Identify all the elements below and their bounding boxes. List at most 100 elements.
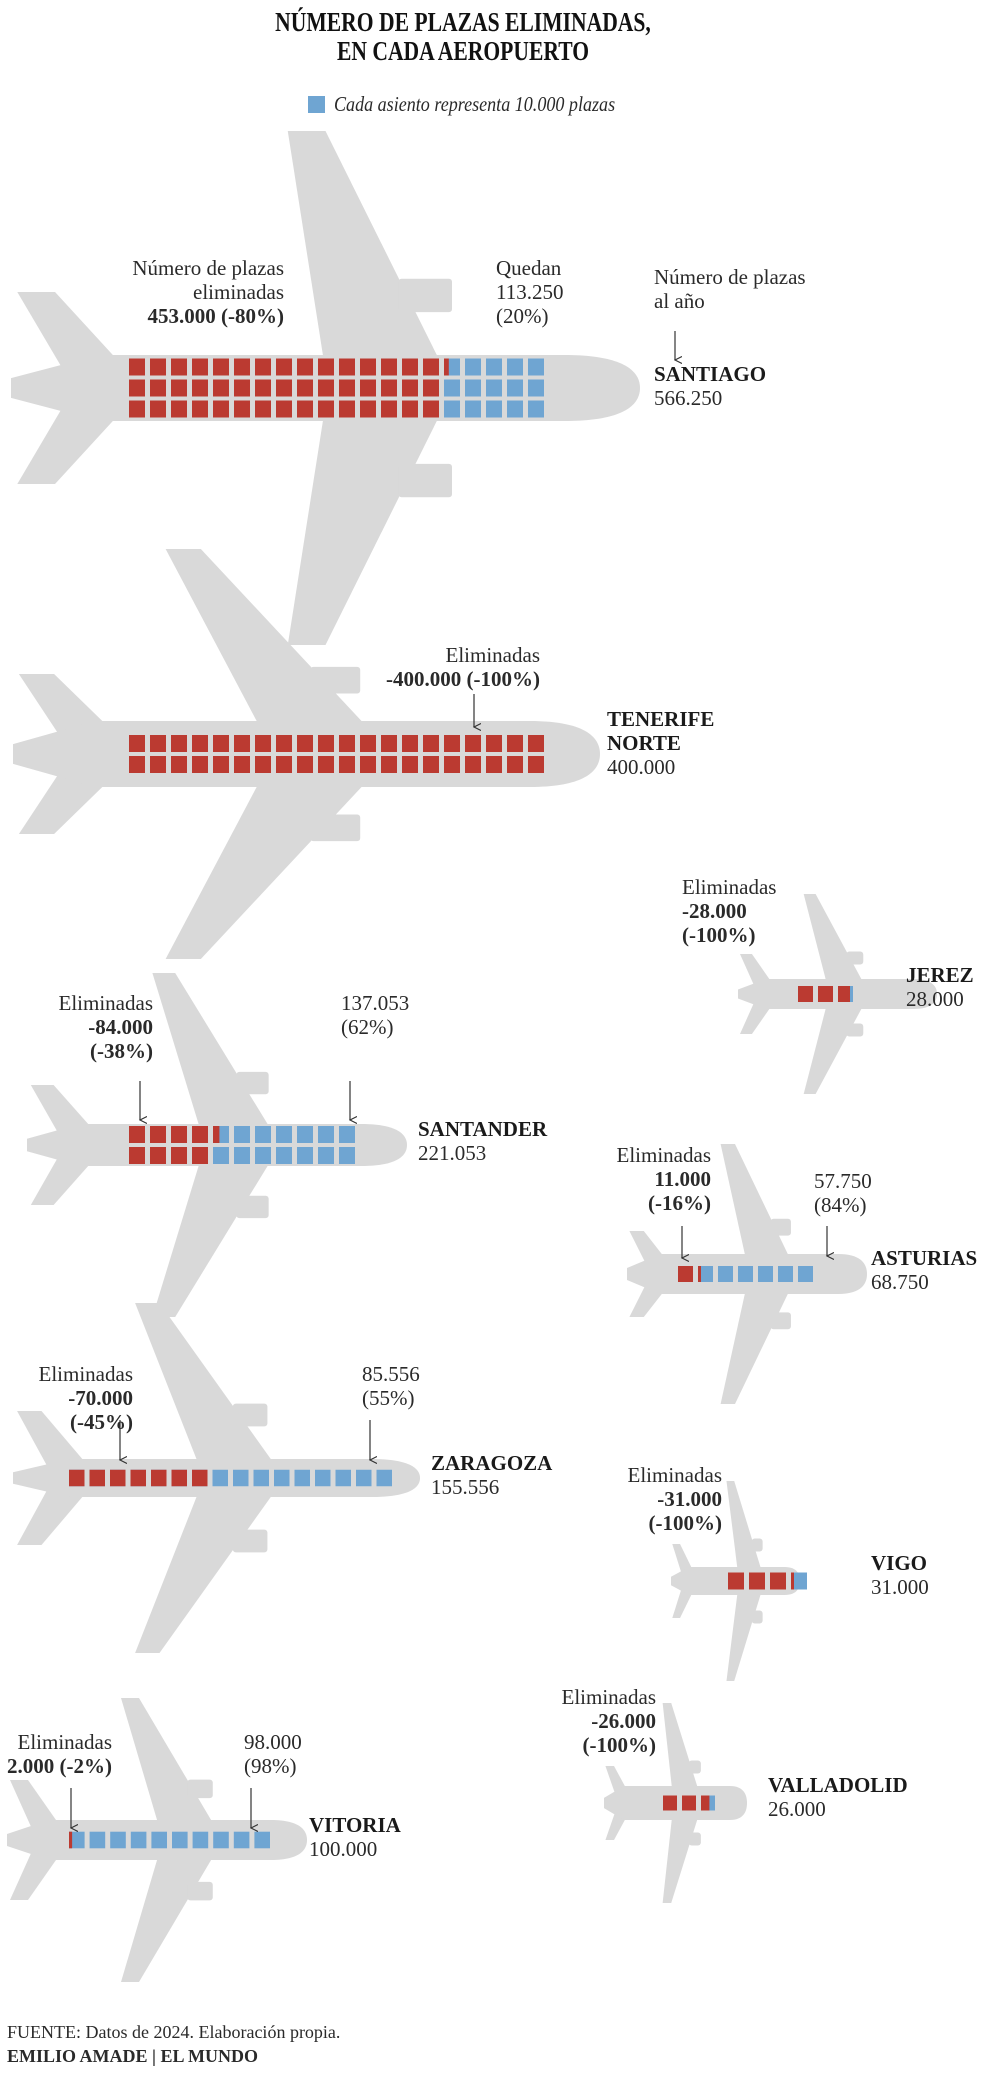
- seat-eliminated: [69, 1831, 73, 1849]
- santiago-seat: [507, 358, 523, 376]
- vigo-engine: [751, 1538, 763, 1552]
- vigo-plane-icon: [671, 1481, 800, 1681]
- label-value: (-38%): [90, 1039, 153, 1063]
- santiago-seat: [423, 400, 439, 418]
- seat-eliminated: [339, 756, 355, 773]
- seat-eliminated: [171, 1126, 187, 1143]
- seat-remaining: [718, 1266, 733, 1282]
- tenerife-seat: [234, 756, 250, 773]
- airport-name: ASTURIAS: [871, 1246, 978, 1270]
- santiago-seat: [444, 358, 460, 376]
- airport-name: VITORIA: [309, 1813, 401, 1837]
- seat-eliminated: [150, 1126, 166, 1143]
- seat-eliminated: [171, 400, 187, 418]
- asturias-seat: [798, 1266, 813, 1282]
- santiago-seat: [444, 400, 460, 418]
- seat-eliminated: [171, 358, 187, 376]
- tenerife-seat: [507, 735, 523, 752]
- tenerife-seat: [150, 735, 166, 752]
- tenerife-seat: [528, 756, 544, 773]
- seat-remaining: [507, 400, 523, 418]
- seat-eliminated: [423, 735, 439, 752]
- zaragoza-eliminated-label: Eliminadas -70.000 (-45%): [39, 1362, 133, 1434]
- santander-engine: [236, 1071, 269, 1095]
- vitoria-engine: [187, 1779, 213, 1799]
- valladolid-seat: [682, 1795, 696, 1811]
- asturias-plane-icon: [627, 1144, 867, 1404]
- seat-eliminated: [318, 358, 334, 376]
- seat-eliminated: [402, 358, 418, 376]
- title-line-1: NÚMERO DE PLAZAS ELIMINADAS,: [275, 7, 651, 37]
- label-value: (-16%): [648, 1191, 711, 1215]
- label-line: Eliminadas: [58, 991, 153, 1015]
- seat-remaining: [528, 358, 544, 376]
- seat-eliminated: [255, 735, 271, 752]
- vitoria-seat: [89, 1831, 106, 1849]
- seat-remaining: [465, 400, 481, 418]
- label-line: Eliminadas: [17, 1730, 112, 1754]
- seat-eliminated: [151, 1469, 167, 1487]
- seat-eliminated: [423, 379, 439, 397]
- seat-eliminated: [150, 1147, 166, 1164]
- valladolid-eliminated-label: Eliminadas -26.000 (-100%): [562, 1685, 656, 1757]
- seat-eliminated: [129, 1147, 145, 1164]
- seat-remaining: [758, 1266, 773, 1282]
- zaragoza-seat: [274, 1469, 290, 1487]
- asturias-seat: [678, 1266, 693, 1282]
- santiago-eliminated-label: Número de plazas eliminadas 453.000 (-80…: [132, 256, 284, 328]
- seat-eliminated: [402, 735, 418, 752]
- seat-remaining: [276, 1126, 292, 1143]
- seat-remaining: [318, 1147, 334, 1164]
- seat-remaining: [486, 358, 502, 376]
- vitoria-seat: [213, 1831, 229, 1849]
- source-note: FUENTE: Datos de 2024. Elaboración propi…: [7, 2022, 341, 2042]
- santander-seat: [192, 1147, 208, 1164]
- tenerife-seat: [360, 756, 376, 773]
- vigo-eliminated-label: Eliminadas -31.000 (-100%): [628, 1463, 722, 1535]
- label-line: Eliminadas: [445, 643, 540, 667]
- zaragoza-engine: [232, 1529, 268, 1553]
- seat-eliminated: [129, 756, 145, 773]
- asturias-wing: [720, 1144, 793, 1264]
- seat-eliminated: [150, 756, 166, 773]
- santander-seat: [234, 1147, 250, 1164]
- jerez-engine: [846, 951, 864, 965]
- santiago-seat: [360, 358, 376, 376]
- zaragoza-engine: [232, 1403, 268, 1427]
- seat-eliminated: [486, 756, 502, 773]
- jerez-seat: [818, 986, 833, 1002]
- tenerife-seat: [213, 735, 229, 752]
- seat-eliminated: [192, 735, 208, 752]
- seat-eliminated: [318, 735, 334, 752]
- seat-remaining: [528, 379, 544, 397]
- tenerife-seat: [444, 735, 460, 752]
- seat-eliminated: [528, 756, 544, 773]
- santiago-seat: [465, 358, 481, 376]
- airport-name: VIGO: [871, 1551, 928, 1575]
- tenerife-fuselage: [13, 721, 600, 787]
- seat-remaining: [253, 1469, 269, 1487]
- vigo-wing: [726, 1481, 763, 1574]
- airport-name: SANTIAGO: [654, 362, 767, 386]
- seat-eliminated: [192, 1469, 208, 1487]
- santiago-seat: [192, 400, 208, 418]
- seat-remaining: [465, 358, 481, 376]
- zaragoza-seat: [212, 1469, 228, 1487]
- santiago-seat: [213, 358, 229, 376]
- label-line: (84%): [814, 1193, 867, 1217]
- seat-remaining: [151, 1831, 167, 1849]
- seat-remaining: [778, 1266, 793, 1282]
- airport-name: ZARAGOZA: [431, 1451, 553, 1475]
- zaragoza-seat: [253, 1469, 269, 1487]
- tenerife-seat: [129, 735, 145, 752]
- santiago-seat: [339, 379, 355, 397]
- jerez-eliminated-label: Eliminadas -28.000 (-100%): [682, 875, 776, 947]
- seat-remaining: [335, 1469, 351, 1487]
- seat-eliminated: [171, 1147, 187, 1164]
- santiago-seat: [465, 379, 481, 397]
- label-value: -84.000: [88, 1015, 153, 1039]
- seat-eliminated: [339, 379, 355, 397]
- santander-seat: [318, 1147, 334, 1164]
- santander-seat: [234, 1126, 250, 1143]
- vitoria-remaining-label: 98.000 (98%): [244, 1730, 302, 1778]
